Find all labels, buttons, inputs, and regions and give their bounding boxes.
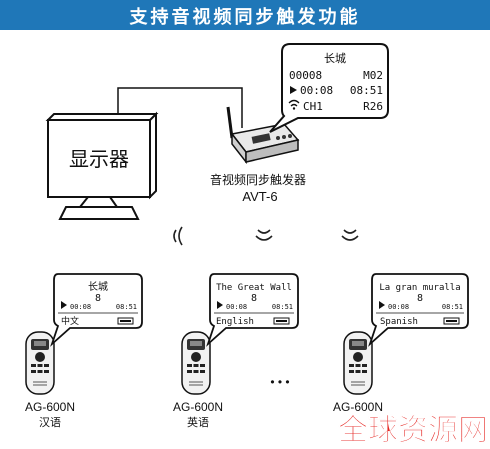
trigger-model: AVT-6 bbox=[242, 189, 277, 204]
trigger-screen-time-current: 00:08 bbox=[300, 84, 333, 97]
receiver-handset-icon bbox=[343, 331, 373, 395]
trigger-screen-counter: 00008 bbox=[289, 69, 322, 82]
receiver-screen-title: La gran muralla bbox=[379, 283, 460, 293]
battery-icon bbox=[443, 317, 460, 325]
receiver-handset-icon bbox=[25, 331, 55, 395]
trigger-screen-mode: M02 bbox=[363, 69, 383, 82]
play-icon bbox=[379, 301, 385, 309]
trigger-caption: 音视频同步触发器 bbox=[210, 172, 306, 187]
receiver-screen-track: 8 bbox=[417, 293, 423, 304]
receiver-3: La gran muralla 8 00:08 08:51 Spanish AG… bbox=[333, 273, 469, 414]
trigger-device bbox=[226, 106, 300, 165]
broadcast-waves bbox=[173, 226, 359, 246]
display-label: 显示器 bbox=[69, 149, 129, 171]
receiver-screen-time-total: 08:51 bbox=[116, 303, 137, 311]
trigger-screen-channel: CH1 bbox=[303, 100, 323, 113]
trigger-screen-title: 长城 bbox=[324, 52, 346, 65]
receiver-model: AG-600N bbox=[173, 400, 223, 414]
receiver-screen-language: 中文 bbox=[61, 315, 79, 327]
receiver-caption: 汉语 bbox=[39, 416, 61, 429]
banner: 支持音视频同步触发功能 bbox=[0, 0, 490, 30]
trigger-screen-callout: 长城 00008 M02 00:08 08:51 CH1 R26 bbox=[269, 43, 389, 133]
receiver-screen-track: 8 bbox=[95, 293, 101, 304]
receiver-screen-language: Spanish bbox=[380, 317, 418, 327]
receiver-screen-title: The Great Wall bbox=[216, 283, 292, 293]
receiver-screen-time-current: 00:08 bbox=[70, 303, 91, 311]
receiver-1: 长城 8 00:08 08:51 中文 AG-600N 汉语 bbox=[25, 273, 143, 429]
trigger-screen-time-total: 08:51 bbox=[350, 84, 383, 97]
banner-title: 支持音视频同步触发功能 bbox=[129, 7, 361, 28]
wifi-icon bbox=[288, 99, 300, 110]
receiver-screen-time-total: 08:51 bbox=[272, 303, 293, 311]
receiver-screen-track: 8 bbox=[251, 293, 257, 304]
receiver-screen-time-current: 00:08 bbox=[226, 303, 247, 311]
battery-icon bbox=[117, 317, 134, 325]
battery-icon bbox=[273, 317, 290, 325]
receiver-caption: 英语 bbox=[187, 415, 209, 429]
receiver-screen-title: 长城 bbox=[88, 281, 108, 293]
receiver-handset-icon bbox=[181, 331, 211, 395]
watermark-logo: 全球资源网 bbox=[337, 413, 488, 448]
trigger-screen-signal: R26 bbox=[363, 100, 383, 113]
play-icon bbox=[61, 301, 67, 309]
more-receivers-ellipsis: • • • bbox=[270, 375, 289, 389]
play-icon bbox=[290, 86, 297, 94]
receiver-2: The Great Wall 8 00:08 08:51 English AG-… bbox=[173, 273, 299, 429]
av-cable bbox=[117, 87, 243, 128]
play-icon bbox=[217, 301, 223, 309]
receiver-model: AG-600N bbox=[333, 400, 383, 414]
receiver-screen-language: English bbox=[216, 317, 254, 327]
receiver-screen-time-current: 00:08 bbox=[388, 303, 409, 311]
receiver-screen-time-total: 08:51 bbox=[442, 303, 463, 311]
display-monitor: 显示器 bbox=[45, 111, 159, 220]
receiver-model: AG-600N bbox=[25, 400, 75, 414]
